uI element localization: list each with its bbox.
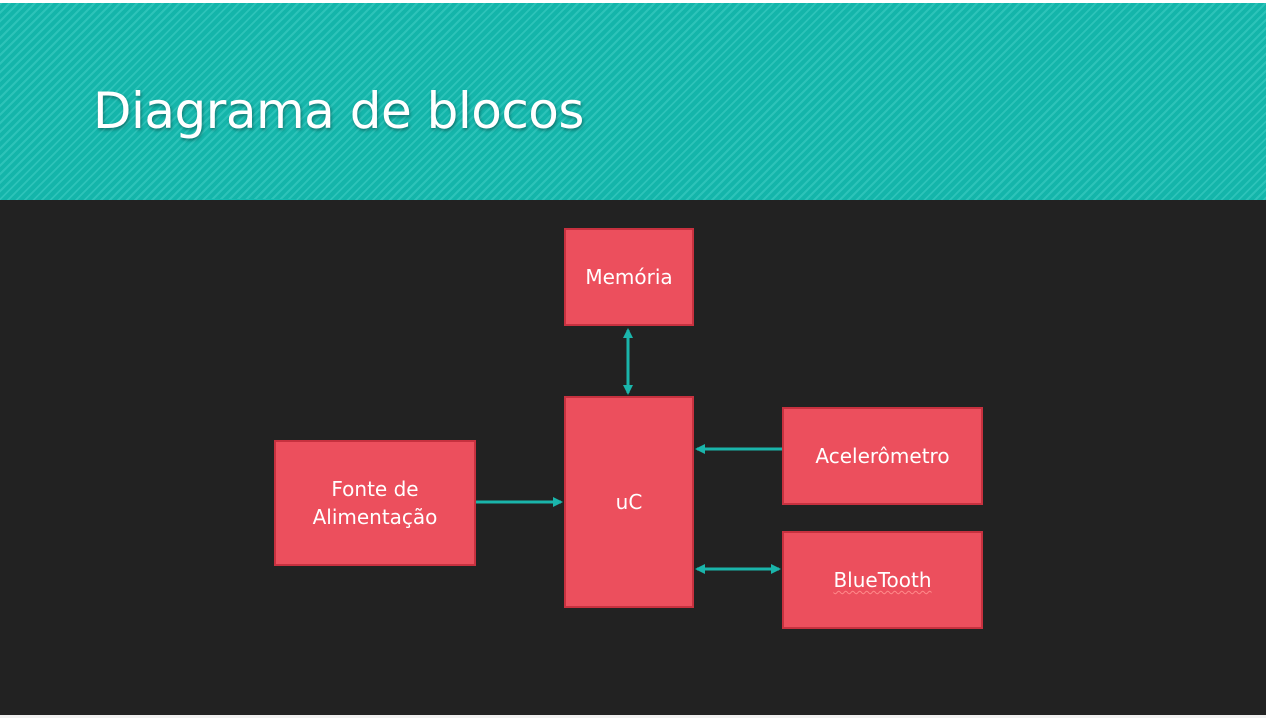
title-banner (0, 3, 1266, 200)
acelerometro-block: Acelerômetro (782, 407, 983, 505)
memoria-label: Memória (585, 265, 673, 289)
uc-block: uC (564, 396, 694, 608)
fonte-label: Fonte de Alimentação (312, 477, 438, 529)
uc-label: uC (615, 490, 643, 514)
fonte-block: Fonte de Alimentação (274, 440, 476, 566)
bottom-edge (0, 715, 1266, 718)
slide-title: Diagrama de blocos (93, 82, 584, 140)
memoria-block: Memória (564, 228, 694, 326)
acelerometro-label: Acelerômetro (815, 444, 950, 468)
bluetooth-block: BlueTooth (782, 531, 983, 629)
bluetooth-label: BlueTooth (833, 568, 932, 592)
